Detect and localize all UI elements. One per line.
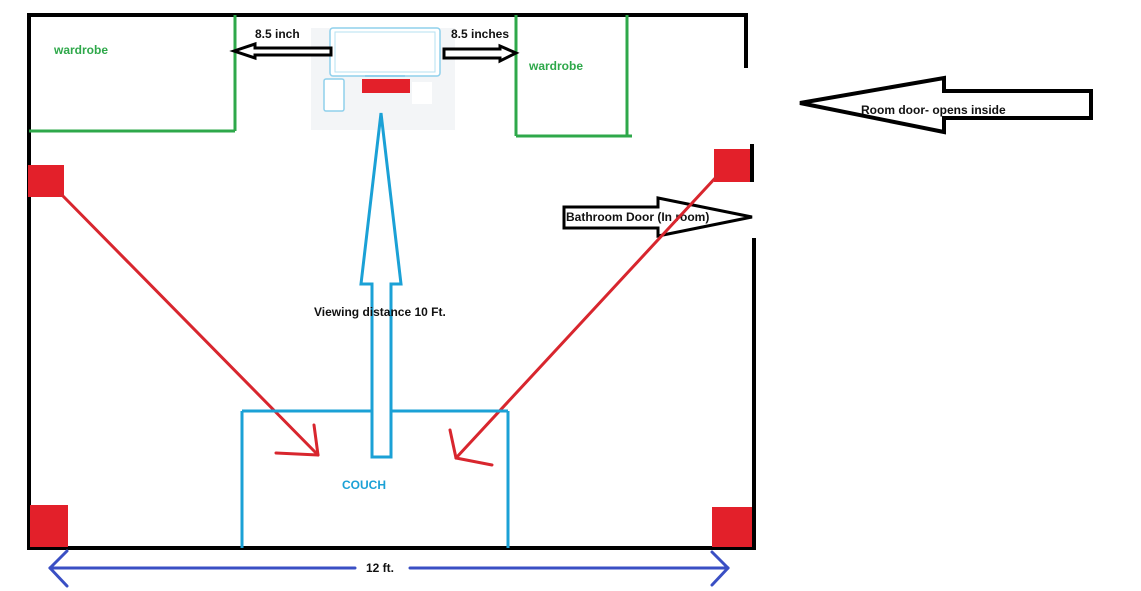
wardrobe-right-label: wardrobe	[528, 59, 583, 73]
width-label: 12 ft.	[366, 561, 394, 575]
speaker-rear-right	[712, 507, 752, 547]
wardrobe-left-label: wardrobe	[53, 43, 108, 57]
bathroom-door-label: Bathroom Door (In room)	[566, 210, 709, 224]
wardrobe-right	[514, 15, 632, 138]
viewing-distance-label: Viewing distance 10 Ft.	[314, 305, 446, 319]
speaker-tower-icon	[323, 78, 345, 112]
speaker-front-left	[28, 165, 64, 197]
wardrobe-left	[29, 15, 237, 133]
speaker-rear-left	[30, 505, 68, 547]
side-box-icon	[412, 82, 432, 104]
tv-screen-icon	[329, 27, 441, 77]
bathroom-door-arrow	[562, 196, 753, 238]
gap-left-label: 8.5 inch	[255, 27, 300, 41]
room-door-arrow	[799, 75, 1093, 135]
tv-setup	[311, 27, 455, 130]
gap-right-arrow	[442, 43, 520, 64]
gap-left-arrow	[229, 41, 333, 61]
speaker-front-right	[714, 149, 750, 182]
viewing-distance-arrow	[359, 112, 403, 459]
gap-right-label: 8.5 inches	[451, 27, 509, 41]
couch-label: COUCH	[342, 478, 386, 492]
sound-arrow-left	[58, 191, 320, 457]
width-dimension-arrow	[48, 549, 730, 588]
center-speaker	[362, 79, 410, 93]
room-door-label: Room door- opens inside	[861, 103, 1006, 117]
